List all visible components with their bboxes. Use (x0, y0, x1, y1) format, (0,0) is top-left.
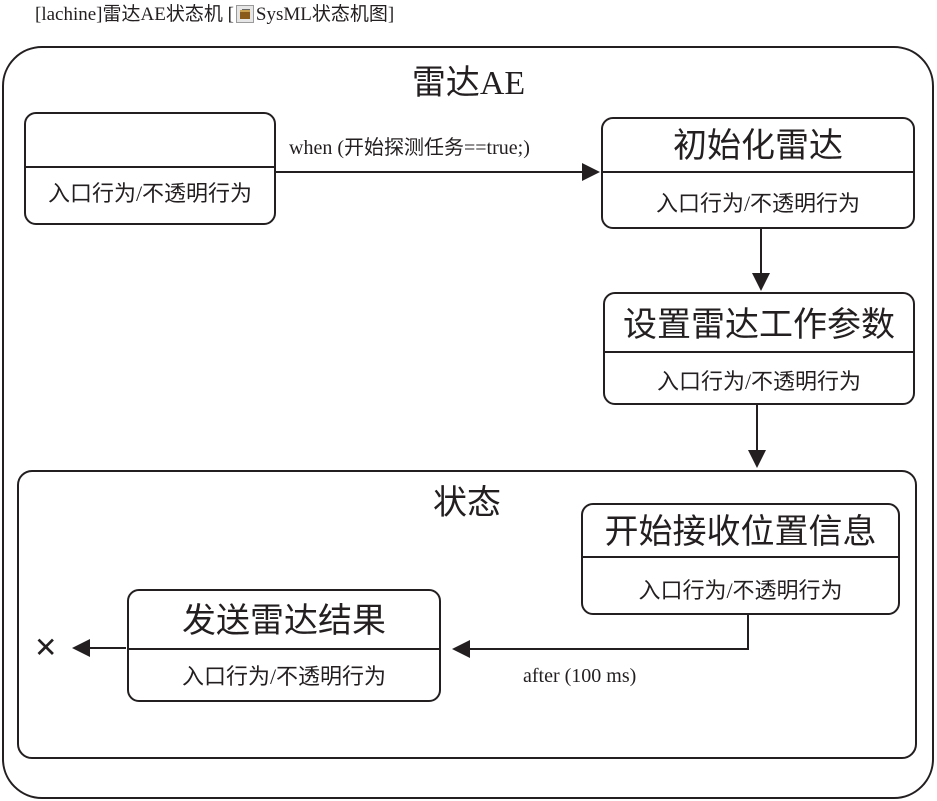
composite-state-title: 状态 (433, 485, 501, 522)
arrowhead-icon (582, 163, 600, 181)
composite-state[interactable] (17, 470, 917, 759)
state-initial[interactable]: 入口行为/不透明行为 (24, 112, 276, 225)
diagram-header: [lachine]雷达AE状态机 [ SysML状态机图] (35, 2, 394, 28)
state-entry-action: 入口行为/不透明行为 (181, 664, 387, 689)
terminate-icon: ✕ (34, 631, 58, 664)
state-name: 初始化雷达 (603, 119, 913, 173)
state-name: 开始接收位置信息 (583, 505, 898, 558)
state-receive-position[interactable]: 开始接收位置信息 入口行为/不透明行为 (581, 503, 900, 615)
diagram-name: [lachine]雷达AE状态机 [ (35, 4, 234, 25)
arrowhead-icon (452, 640, 470, 658)
transition-label-when[interactable]: when (开始探测任务==true;) (289, 137, 530, 159)
state-send-result[interactable]: 发送雷达结果 入口行为/不透明行为 (127, 589, 441, 702)
arrowhead-icon (752, 273, 770, 291)
diagram-type-icon (235, 5, 254, 23)
state-name (26, 114, 274, 168)
state-name: 设置雷达工作参数 (605, 294, 913, 353)
state-entry-action: 入口行为/不透明行为 (47, 181, 253, 206)
state-name: 发送雷达结果 (129, 591, 439, 650)
state-entry-action: 入口行为/不透明行为 (655, 191, 861, 216)
transition-label-after[interactable]: after (100 ms) (523, 665, 637, 687)
state-machine-title: 雷达AE (411, 65, 526, 102)
arrowhead-icon (748, 450, 766, 468)
state-entry-action: 入口行为/不透明行为 (638, 578, 843, 603)
state-machine-frame (2, 46, 934, 799)
state-init-radar[interactable]: 初始化雷达 入口行为/不透明行为 (601, 117, 915, 229)
state-entry-action: 入口行为/不透明行为 (656, 369, 862, 394)
state-set-params[interactable]: 设置雷达工作参数 入口行为/不透明行为 (603, 292, 915, 405)
transition-receive-to-send (470, 615, 749, 650)
arrowhead-icon (72, 639, 90, 657)
diagram-type: SysML状态机图] (255, 4, 395, 25)
